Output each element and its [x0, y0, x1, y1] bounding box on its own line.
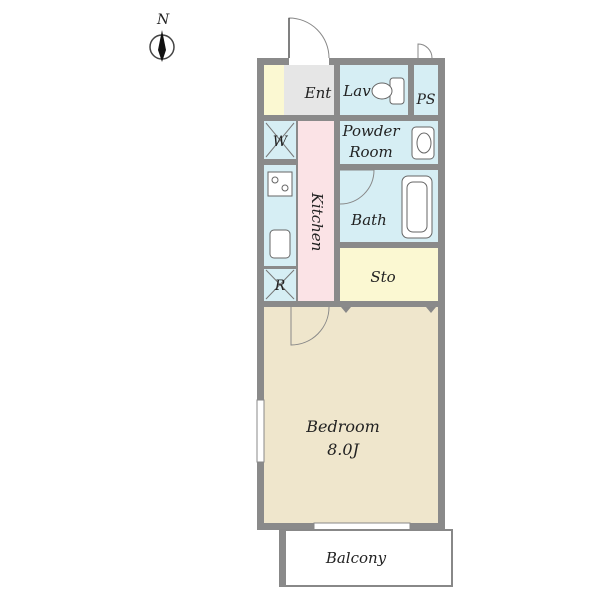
lav-wall	[340, 115, 438, 121]
storage-label: Sto	[370, 268, 395, 286]
pipe-space	[414, 65, 438, 115]
entrance-opening	[289, 58, 329, 65]
bedroom-label: Bedroom	[305, 417, 380, 436]
balcony-sliding-door	[313, 522, 411, 531]
storage-door-marker-left	[341, 307, 351, 313]
side-window	[256, 399, 265, 463]
entrance-floor	[284, 65, 334, 115]
bath-label: Bath	[350, 211, 387, 229]
balcony-label: Balcony	[325, 549, 387, 567]
storage-room	[340, 248, 438, 301]
washer-icon	[265, 122, 295, 158]
kitchen-label: Kitchen	[308, 192, 326, 252]
sink-icon	[411, 126, 435, 160]
interior-wall-vertical	[334, 65, 340, 301]
fridge-divider	[264, 266, 296, 269]
pipe-space-label: PS	[415, 92, 435, 108]
bedroom-wall	[264, 301, 438, 307]
washer-divider	[264, 159, 296, 162]
kitchen-sink-icon	[269, 229, 291, 259]
ps-wall	[408, 65, 414, 115]
powder-room-label-2: Room	[348, 143, 393, 161]
storage-door-marker-right	[426, 307, 436, 313]
bedroom-size-label: 8.0J	[327, 440, 360, 459]
ps-door-swing	[417, 43, 433, 59]
bathtub-icon	[401, 175, 433, 239]
refrigerator-label: R	[274, 278, 286, 294]
washer-label: W	[273, 134, 289, 150]
entrance-door-swing	[288, 17, 330, 59]
powder-wall	[340, 164, 438, 170]
entrance-label: Ent	[304, 84, 333, 102]
bedroom-door-swing	[290, 306, 330, 346]
north-arrow-icon	[158, 30, 166, 62]
lavatory-label: Lav	[342, 82, 371, 100]
bedroom-floor	[264, 307, 438, 523]
fridge-icon	[265, 269, 295, 300]
toilet-icon	[371, 77, 405, 105]
north-label: N	[156, 12, 170, 28]
entry-wall	[264, 115, 334, 121]
balcony-wall-left	[280, 530, 286, 586]
stove-icon	[267, 171, 293, 197]
bath-wall	[340, 242, 438, 248]
kitchen-floor	[296, 121, 334, 301]
counter-edge	[296, 121, 298, 301]
shoe-box	[264, 65, 284, 115]
bath-door-swing	[339, 169, 375, 205]
powder-room-label-1: Powder	[341, 122, 400, 140]
compass: N	[149, 12, 175, 62]
